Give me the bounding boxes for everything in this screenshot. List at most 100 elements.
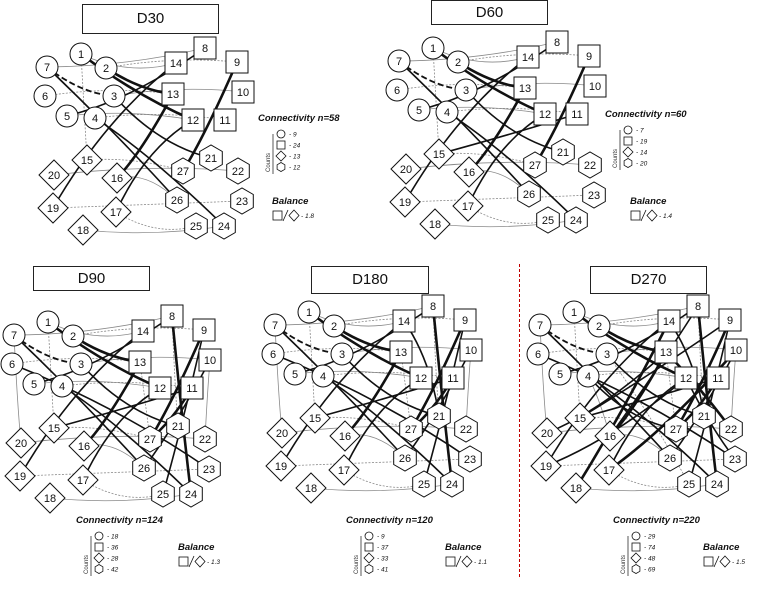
node-label: 9 [727, 315, 733, 327]
node-label: 19 [275, 461, 287, 473]
count-value: - 7 [636, 128, 644, 135]
edge-weak [343, 469, 425, 488]
count-value: - 20 [636, 161, 648, 168]
counts-axis-label: Counts [266, 153, 272, 172]
balance-value: - 1.8 [301, 213, 314, 220]
network-graph: 1234567891011121314151617181920212223242… [261, 294, 483, 504]
network-graph: 1234567891011121314151617181920212223242… [0, 304, 222, 514]
node-hexagon-23: 23 [458, 445, 482, 473]
balance-square-icon [630, 210, 641, 221]
node-label: 3 [604, 349, 610, 361]
legend-diamond-icon [275, 150, 287, 162]
edge-strong [438, 113, 578, 155]
node-circle-7: 7 [2, 323, 26, 347]
node-label: 3 [78, 359, 84, 371]
node-square-12: 12 [409, 366, 433, 390]
node-label: 1 [571, 307, 577, 319]
node-hexagon-21: 21 [551, 138, 575, 166]
node-square-8: 8 [421, 294, 445, 318]
edge-strong [314, 377, 454, 419]
node-diamond-18: 18 [295, 472, 327, 504]
node-label: 10 [465, 345, 477, 357]
node-label: 20 [276, 428, 288, 440]
legend-diamond-icon [93, 552, 105, 564]
edge-strong [432, 46, 546, 116]
node-circle-3: 3 [595, 342, 619, 366]
node-square-10: 10 [459, 338, 483, 362]
node-label: 21 [172, 421, 184, 433]
node-hexagon-21: 21 [692, 402, 716, 430]
node-hexagon-24: 24 [440, 470, 464, 498]
node-label: 11 [712, 373, 723, 385]
node-label: 25 [542, 215, 554, 227]
node-label: 9 [586, 51, 592, 63]
node-diamond-19: 19 [37, 192, 69, 224]
node-label: 27 [144, 434, 156, 446]
node-label: 1 [430, 43, 436, 55]
node-square-8: 8 [545, 30, 569, 54]
edge-weak [80, 53, 88, 161]
node-diamond-19: 19 [4, 460, 36, 492]
node-label: 9 [201, 325, 207, 337]
edge-strong [53, 387, 193, 429]
node-label: 24 [711, 479, 723, 491]
node-square-14: 14 [164, 51, 188, 75]
node-diamond-19: 19 [389, 186, 421, 218]
node-hexagon-22: 22 [226, 157, 250, 185]
node-label: 4 [444, 107, 450, 119]
node-circle-2: 2 [322, 314, 346, 338]
node-circle-2: 2 [446, 50, 470, 74]
node-hexagon-25: 25 [536, 206, 560, 234]
node-diamond-18: 18 [419, 208, 451, 240]
node-hexagon-26: 26 [658, 444, 682, 472]
node-label: 20 [15, 438, 27, 450]
edge-weak [333, 317, 466, 327]
edge-strong [546, 351, 667, 434]
node-label: 23 [588, 190, 600, 202]
node-diamond-20: 20 [5, 427, 37, 459]
edge-strong [579, 319, 731, 419]
node-hexagon-26: 26 [393, 444, 417, 472]
count-value: - 28 [107, 556, 119, 563]
node-square-10: 10 [724, 338, 748, 362]
node-diamond-15: 15 [564, 402, 596, 434]
node-diamond-16: 16 [329, 420, 361, 452]
node-diamond-16: 16 [594, 420, 626, 452]
node-label: 24 [446, 479, 458, 491]
node-label: 2 [70, 331, 76, 343]
node-hexagon-22: 22 [193, 425, 217, 453]
node-circle-6: 6 [261, 342, 285, 366]
count-value: - 19 [636, 139, 648, 146]
panel-title: D60 [431, 0, 548, 25]
edge-weak [72, 327, 205, 337]
network-graph: 1234567891011121314151617181920212223242… [385, 30, 607, 240]
legend-diamond-icon [630, 552, 642, 564]
node-label: 11 [186, 383, 197, 395]
edge-strong [308, 310, 422, 380]
node-label: 14 [137, 326, 149, 338]
balance-diamond-icon [461, 555, 473, 568]
node-circle-7: 7 [387, 49, 411, 73]
connectivity-label: Connectivity n=124 [76, 515, 164, 526]
node-label: 19 [14, 471, 26, 483]
node-label: 13 [134, 357, 146, 369]
node-square-11: 11 [565, 102, 589, 126]
node-circle-5: 5 [283, 362, 307, 386]
node-label: 8 [430, 301, 436, 313]
node-circle-1: 1 [562, 300, 586, 324]
edge-weak [598, 317, 731, 327]
edge-weak [545, 458, 736, 467]
node-square-14: 14 [131, 319, 155, 343]
node-circle-4: 4 [311, 364, 335, 388]
edge-weak [274, 324, 283, 434]
balance-label: Balance [703, 542, 740, 553]
node-label: 3 [111, 91, 117, 103]
node-circle-7: 7 [528, 313, 552, 337]
legend-square-icon [631, 542, 641, 552]
node-label: 22 [199, 434, 211, 446]
count-value: - 24 [289, 143, 301, 150]
node-square-11: 11 [441, 366, 465, 390]
node-label: 6 [42, 91, 48, 103]
node-label: 10 [204, 355, 216, 367]
